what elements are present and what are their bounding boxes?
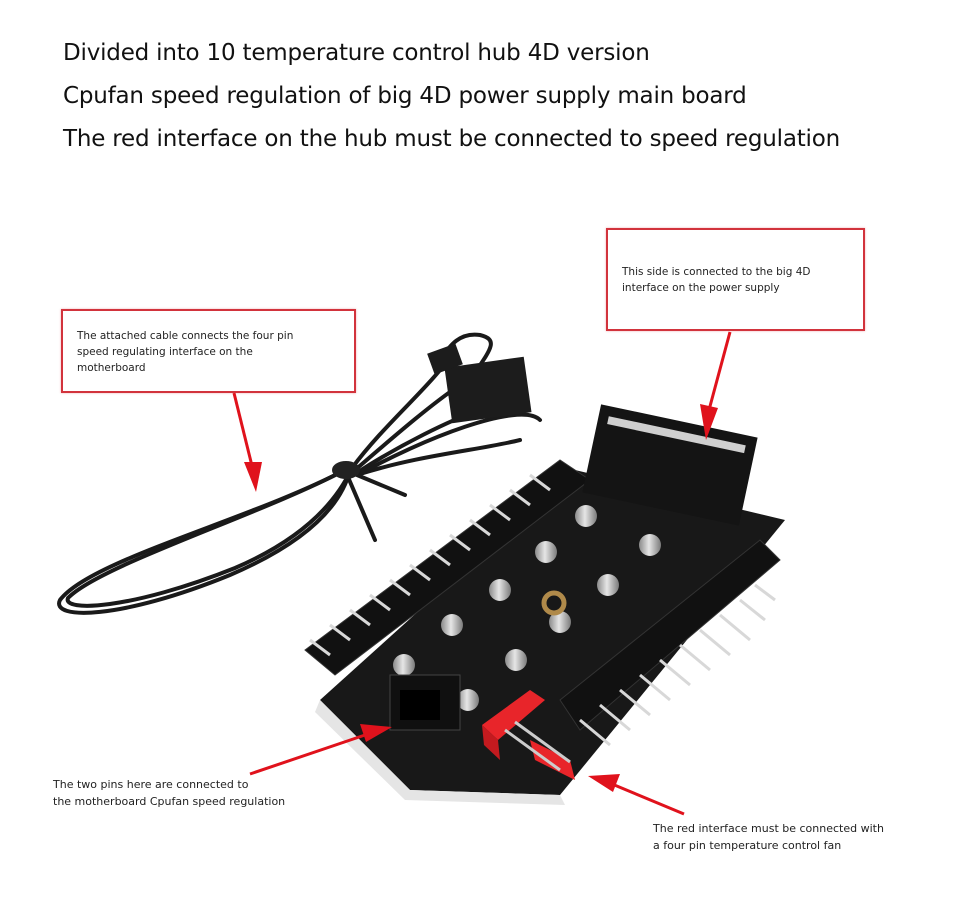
callout-power-supply-line-1: This side is connected to the big 4D xyxy=(622,266,811,278)
heading-line-3: The red interface on the hub must be con… xyxy=(63,126,840,152)
note-two-pins: The two pins here are connected to the m… xyxy=(53,776,285,810)
mounting-hole xyxy=(541,590,567,616)
callout-cable-line-2: speed regulating interface on the xyxy=(77,346,253,358)
hub-pcb xyxy=(304,404,785,805)
note-red-interface-line-2: a four pin temperature control fan xyxy=(653,839,842,852)
red-pwm-header xyxy=(482,690,575,780)
callout-cable-line-3: motherboard xyxy=(77,362,146,374)
note-two-pins-line-1: The two pins here are connected to xyxy=(53,778,249,791)
callout-cable: The attached cable connects the four pin… xyxy=(61,309,356,393)
big-4d-connector xyxy=(582,404,758,526)
note-red-interface-line-1: The red interface must be connected with xyxy=(653,822,884,835)
note-red-interface: The red interface must be connected with… xyxy=(653,820,884,854)
heading-line-1: Divided into 10 temperature control hub … xyxy=(63,40,650,66)
cable-connector-4pin xyxy=(444,356,532,424)
callout-power-supply: This side is connected to the big 4D int… xyxy=(606,228,865,331)
callout-cable-line-1: The attached cable connects the four pin xyxy=(77,330,294,342)
callout-power-supply-line-2: interface on the power supply xyxy=(622,282,780,294)
note-two-pins-line-2: the motherboard Cpufan speed regulation xyxy=(53,795,286,808)
capacitors xyxy=(393,505,661,711)
heading-line-2: Cpufan speed regulation of big 4D power … xyxy=(63,83,747,109)
cable-connector-small xyxy=(427,343,463,375)
annotation-arrows xyxy=(232,331,732,816)
